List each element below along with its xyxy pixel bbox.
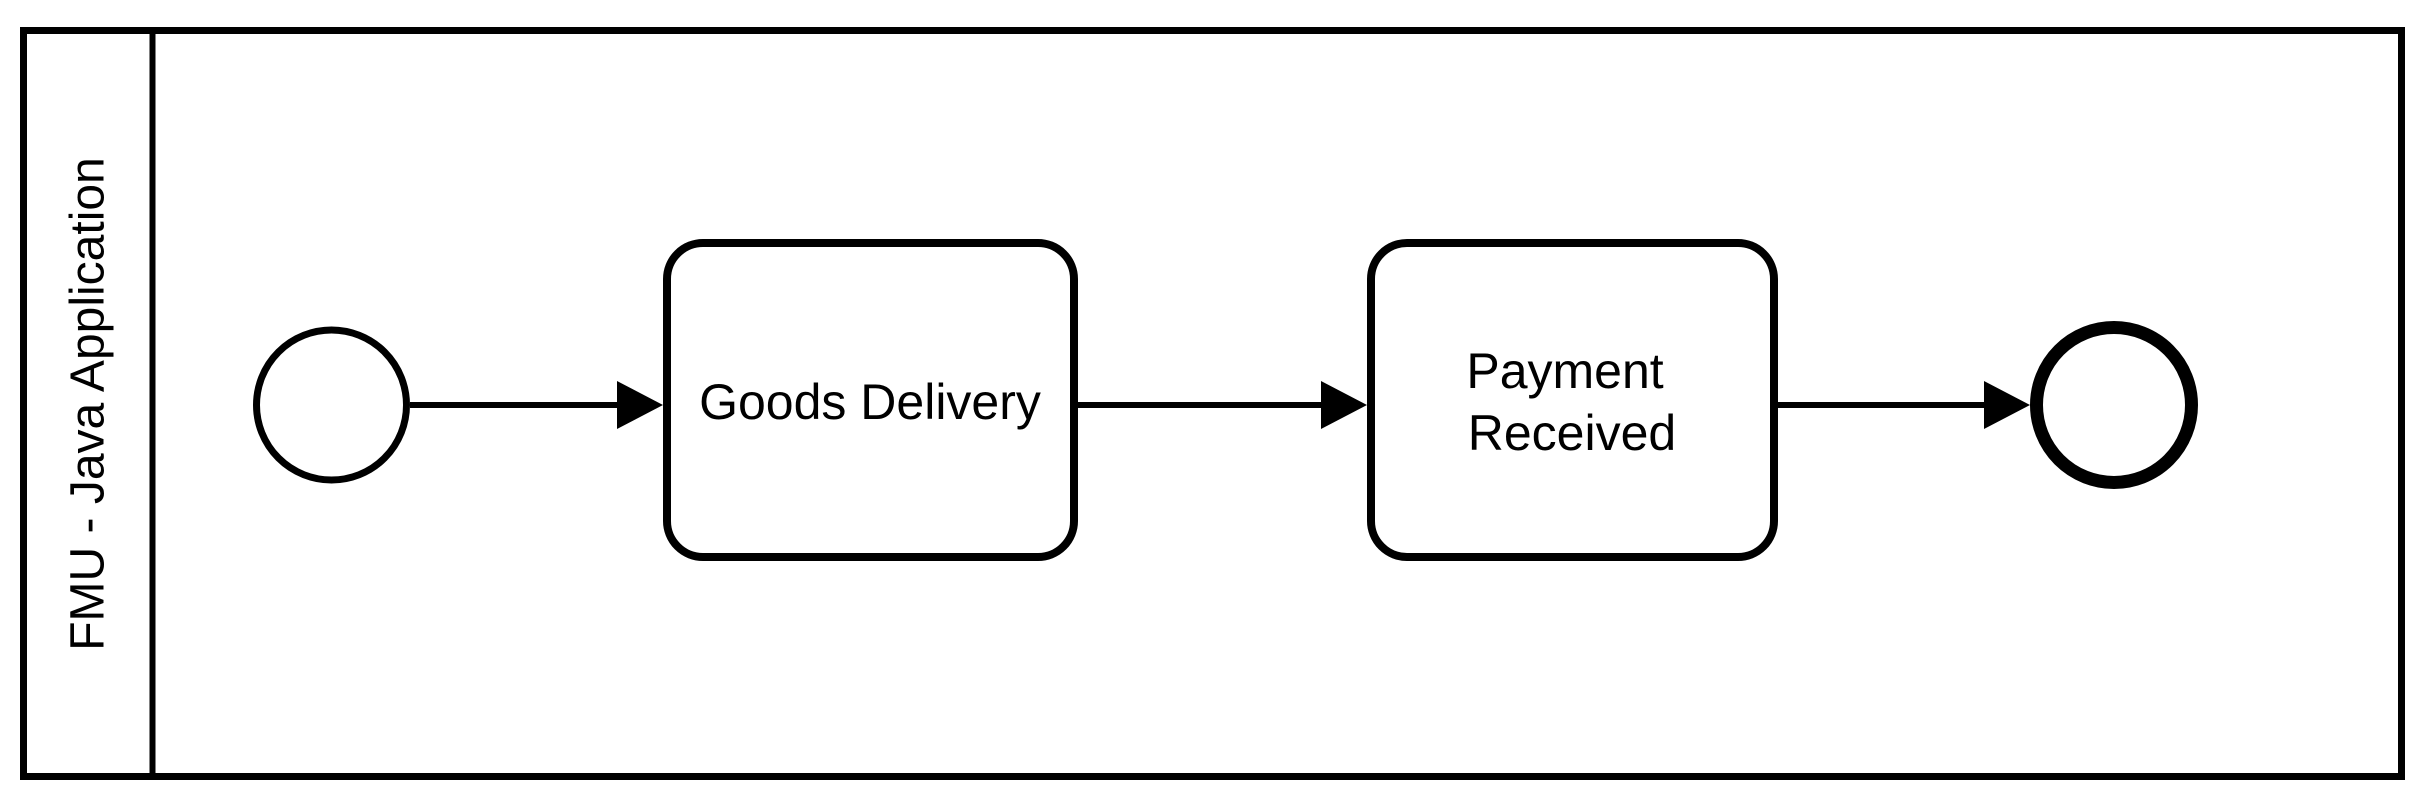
sequence-flow-1 <box>410 381 663 429</box>
arrowhead-icon <box>617 381 663 429</box>
arrowhead-icon <box>1321 381 1367 429</box>
task-payment-received: Payment Received <box>1367 239 1778 561</box>
start-event-circle <box>253 326 410 484</box>
lane-label: FMU - Java Application <box>62 157 115 651</box>
end-event-circle <box>2030 321 2198 489</box>
pool: FMU - Java Application <box>20 27 2405 780</box>
task-goods-delivery: Goods Delivery <box>663 239 1078 561</box>
task-payment-received-shape <box>1367 239 1778 561</box>
task-payment-received-label: Payment Received <box>1466 343 1677 461</box>
end-event <box>2030 321 2198 489</box>
pool-border <box>20 27 2405 780</box>
sequence-flow-2 <box>1075 381 1367 429</box>
sequence-flow-3 <box>1778 381 2030 429</box>
task-goods-delivery-shape <box>663 239 1078 561</box>
task-goods-delivery-label: Goods Delivery <box>699 374 1041 430</box>
arrowhead-icon <box>1984 381 2030 429</box>
start-event <box>253 326 410 484</box>
